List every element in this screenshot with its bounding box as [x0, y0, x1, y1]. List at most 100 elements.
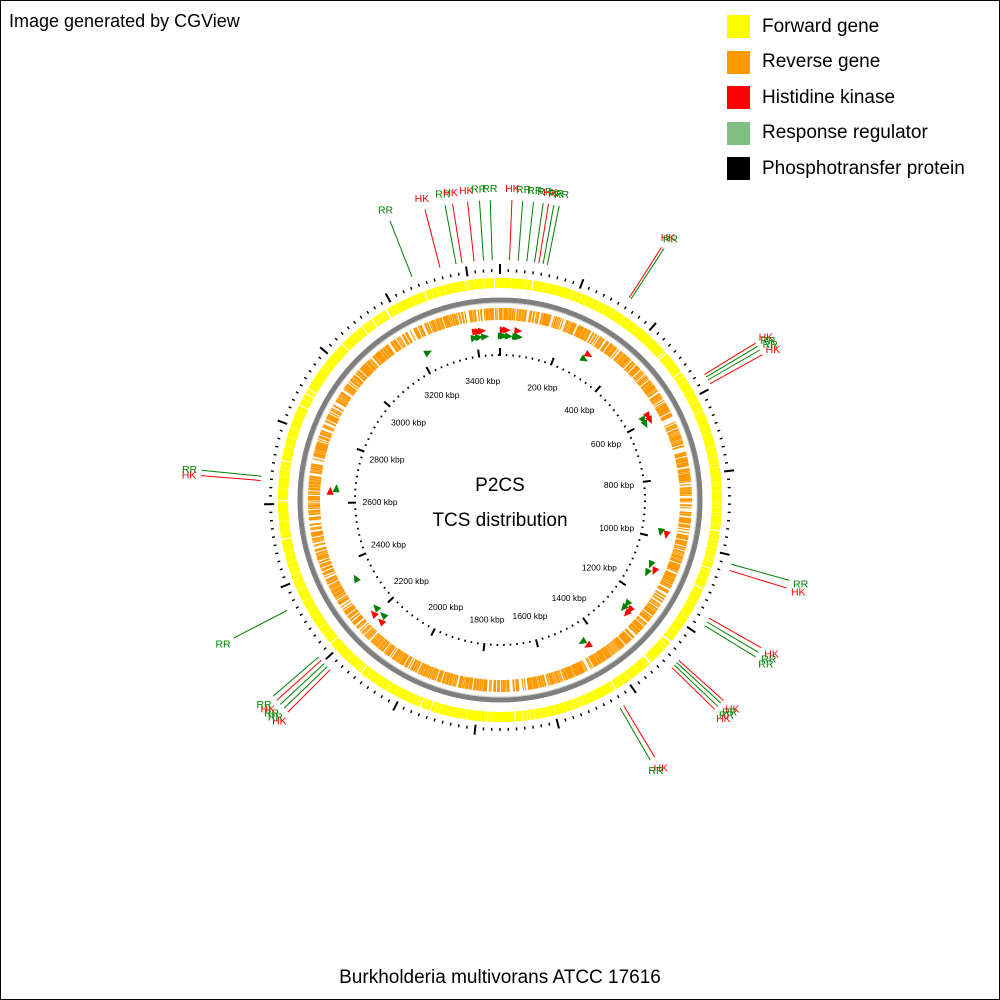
- forward-gene: [687, 395, 697, 402]
- reverse-gene-track: [307, 307, 693, 693]
- forward-gene: [485, 278, 488, 289]
- reverse-gene: [507, 679, 510, 692]
- forward-gene: [558, 703, 563, 714]
- forward-gene: [344, 650, 353, 660]
- reverse-gene: [466, 677, 470, 690]
- forward-gene: [689, 399, 699, 406]
- forward-gene: [707, 543, 718, 547]
- reverse-gene: [679, 487, 692, 490]
- forward-gene: [286, 558, 297, 563]
- forward-gene: [482, 711, 485, 722]
- forward-gene: [347, 654, 356, 663]
- forward-gene: [659, 353, 668, 362]
- forward-gene: [642, 335, 651, 344]
- reverse-gene: [568, 666, 575, 678]
- reverse-gene: [632, 621, 643, 631]
- reverse-gene: [470, 310, 474, 323]
- rr-marker: [500, 332, 509, 340]
- ruler-tick: [625, 569, 629, 572]
- outer-tick: [279, 429, 283, 432]
- ruler-tick: [425, 366, 432, 375]
- forward-gene: [679, 381, 689, 389]
- forward-gene: [695, 581, 705, 587]
- reverse-gene: [397, 336, 405, 348]
- forward-gene: [347, 337, 356, 346]
- callout-label-rr: RR: [264, 708, 280, 720]
- ruler-tick: [541, 637, 544, 640]
- forward-gene: [535, 708, 539, 719]
- forward-gene: [614, 313, 622, 323]
- forward-gene: [300, 400, 311, 407]
- forward-gene: [442, 704, 447, 715]
- forward-gene: [559, 287, 565, 298]
- forward-gene: [541, 707, 545, 718]
- forward-gene: [286, 438, 297, 443]
- reverse-gene: [610, 348, 620, 359]
- forward-gene: [679, 610, 690, 618]
- reverse-gene: [430, 320, 437, 333]
- forward-gene: [326, 360, 335, 369]
- reverse-gene: [458, 312, 463, 325]
- reverse-gene: [578, 661, 586, 673]
- forward-gene: [279, 474, 290, 477]
- forward-gene: [285, 440, 296, 445]
- forward-gene: [325, 631, 335, 639]
- forward-gene: [622, 318, 630, 328]
- ruler-tick: [603, 399, 607, 402]
- forward-gene: [710, 524, 721, 527]
- reverse-gene: [661, 415, 673, 422]
- forward-gene: [344, 651, 353, 660]
- forward-gene: [686, 599, 697, 606]
- forward-gene: [324, 363, 334, 371]
- reverse-gene: [418, 662, 425, 675]
- forward-gene: [633, 663, 642, 673]
- callout-line: [452, 203, 463, 264]
- reverse-gene: [402, 334, 410, 346]
- ruler-tick: [610, 590, 614, 594]
- forward-gene: [427, 289, 433, 300]
- forward-gene: [454, 707, 458, 718]
- forward-gene: [319, 623, 329, 631]
- outer-tick: [629, 684, 637, 694]
- forward-gene: [314, 376, 324, 384]
- forward-gene: [296, 585, 307, 591]
- reverse-gene: [485, 679, 488, 692]
- reverse-gene: [448, 314, 453, 327]
- reverse-gene: [632, 370, 643, 379]
- forward-gene: [672, 622, 682, 630]
- forward-gene: [612, 311, 619, 321]
- forward-gene: [281, 458, 292, 462]
- forward-gene: [304, 393, 314, 400]
- forward-gene: [542, 707, 547, 718]
- reverse-gene: [473, 309, 477, 322]
- reverse-gene: [371, 634, 381, 644]
- forward-gene: [470, 710, 473, 721]
- reverse-gene: [670, 439, 683, 445]
- reverse-gene: [678, 523, 691, 527]
- reverse-gene: [522, 309, 526, 322]
- reverse-gene: [536, 676, 540, 689]
- reverse-gene: [656, 404, 668, 412]
- reverse-gene: [581, 660, 588, 672]
- forward-gene: [290, 424, 301, 430]
- reverse-gene: [546, 314, 551, 327]
- forward-gene: [639, 332, 647, 341]
- forward-gene: [652, 646, 661, 655]
- forward-gene: [379, 677, 386, 687]
- forward-gene: [473, 279, 476, 290]
- forward-gene: [592, 689, 599, 700]
- forward-gene: [529, 280, 533, 291]
- reverse-gene: [643, 607, 654, 617]
- forward-gene: [521, 710, 525, 721]
- reverse-gene: [643, 607, 655, 616]
- forward-gene: [284, 446, 295, 451]
- reverse-gene: [621, 631, 631, 642]
- rr-marker: [353, 574, 361, 584]
- reverse-gene: [472, 309, 476, 322]
- ruler-tick: [358, 552, 367, 558]
- reverse-gene: [638, 376, 649, 386]
- ruler-tick: [427, 624, 430, 628]
- reverse-gene: [679, 511, 692, 514]
- forward-gene: [679, 382, 690, 390]
